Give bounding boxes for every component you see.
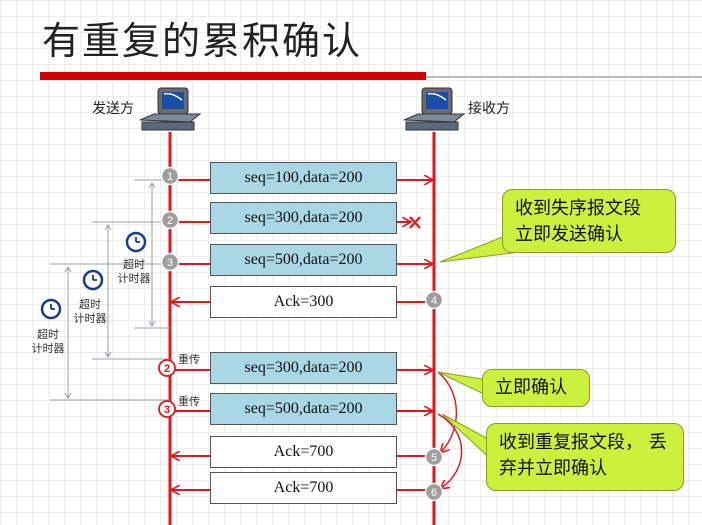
retransmit-label: 重传 [178,353,200,366]
trigger-curve-1 [437,371,458,452]
callout-text: 收到失序报文段 立即发送确认 [515,198,641,245]
timer-label: 超时 计时器 [114,258,154,286]
callout-immediate-ack: 立即确认 [482,369,590,407]
callout-duplicate: 收到重复报文段， 丢弃并立即确认 [486,423,684,491]
step-number: 5 [431,452,437,464]
step-circle-4: 4 [424,290,444,310]
x-mark-icon [409,216,421,229]
timer-bracket-1 [134,179,170,329]
step-number: 2 [164,363,170,375]
receiver-label: 接收方 [468,101,510,117]
trigger-curve-2 [437,413,463,488]
timer-label-line1: 超时 [123,258,145,271]
clock-icon [125,231,147,253]
step-circle-1: 1 [160,166,180,186]
step-circle-5: 5 [424,447,444,467]
segment-box: seq=300,data=200 [210,352,397,384]
timer-bracket-3 [50,263,170,401]
callout-text: 立即确认 [495,377,567,398]
title-underline-rule [426,76,702,78]
step-circle-6: 6 [424,482,444,502]
step-circles: 1 2 3 4 2 3 5 6 [158,166,444,502]
sender-computer-icon [139,87,202,131]
timer-label-line2: 计时器 [117,272,151,285]
segment-box: seq=500,data=200 [210,393,397,425]
step-circle-retx-3: 3 [158,400,176,418]
step-circle-2: 2 [160,210,180,230]
segment-box: seq=500,data=200 [210,244,397,276]
clock-icon [40,298,62,320]
callout-out-of-order: 收到失序报文段 立即发送确认 [502,189,676,253]
retransmit-label: 重传 [178,395,200,408]
timer-label-line1: 超时 [79,298,101,311]
page-title: 有重复的累积确认 [42,19,363,63]
segment-box: seq=100,data=200 [210,162,397,194]
step-number: 6 [431,487,437,499]
clock-icon [82,269,104,291]
callout-pointer-2 [437,371,489,397]
step-number: 1 [167,171,173,183]
timer-label: 超时 计时器 [28,328,68,356]
step-number: 3 [164,404,170,416]
timer-label-line1: 超时 [37,328,59,341]
callout-text: 收到重复报文段， 丢弃并立即确认 [499,432,667,479]
timer-label: 超时 计时器 [70,298,110,326]
ack-box: Ack=700 [210,472,397,504]
ack-box: Ack=300 [210,286,397,318]
step-number: 2 [167,215,173,227]
ack-box: Ack=700 [210,436,397,468]
timer-bracket-2 [92,221,170,360]
segment-box: seq=300,data=200 [210,202,397,234]
timer-label-line2: 计时器 [31,342,65,355]
step-number: 4 [431,295,437,307]
title-underline [40,72,426,80]
step-circle-retx-2: 2 [158,359,176,377]
receiver-computer-icon [403,87,466,131]
timer-label-line2: 计时器 [73,312,107,325]
sender-label: 发送方 [92,101,134,117]
step-circle-3: 3 [160,252,180,272]
step-number: 3 [167,257,173,269]
